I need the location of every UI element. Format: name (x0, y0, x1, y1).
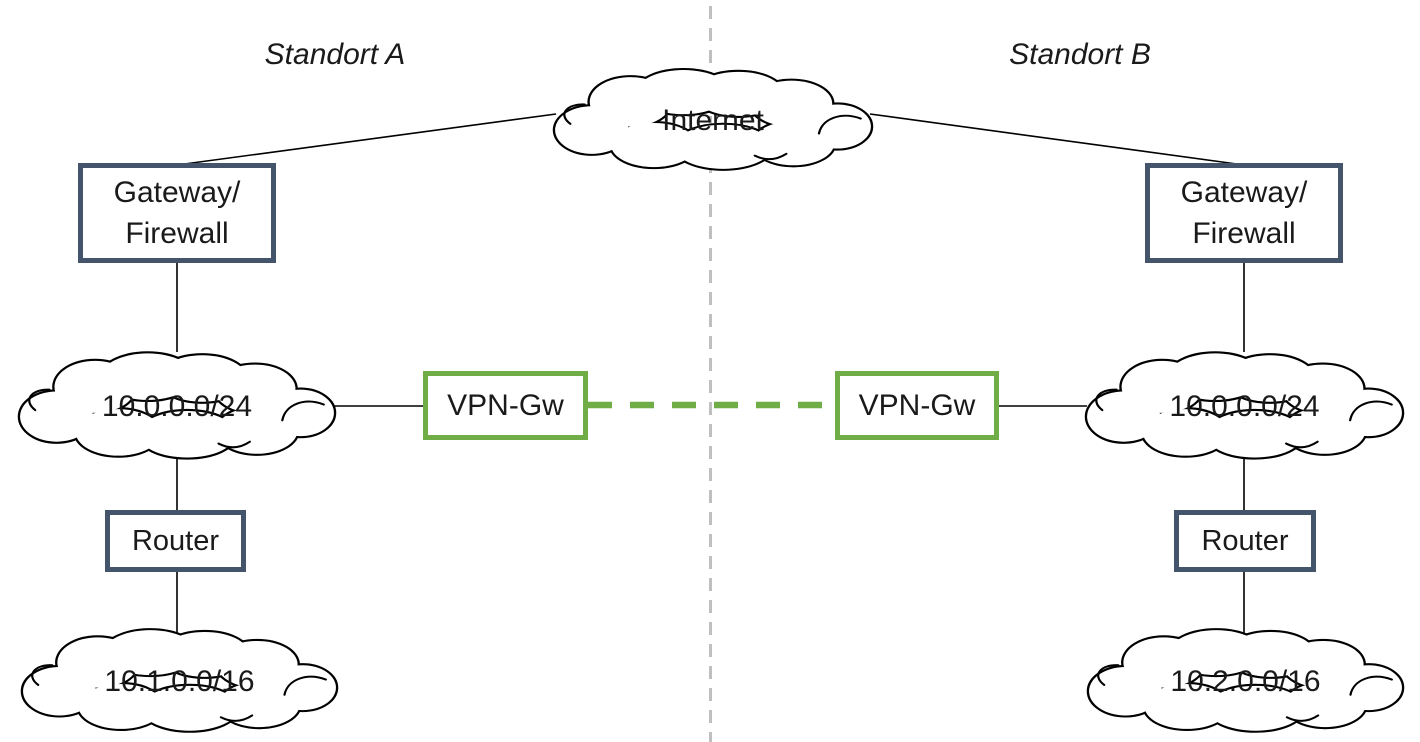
vpn-gateway-a: VPN-Gw (423, 371, 588, 440)
cloud-icon (20, 628, 339, 733)
lan-a-cloud-label: 10.0.0.0/24 (101, 389, 253, 423)
vpn-gateway-b: VPN-Gw (835, 371, 999, 440)
network-links (176, 113, 1245, 634)
cloud-icon (1084, 351, 1405, 460)
cloud-icon (17, 351, 337, 460)
gateway-firewall-a: Gateway/ Firewall (78, 163, 276, 263)
site-a-title: Standort A (264, 38, 406, 71)
branch-b-cloud-label: 10.2.0.0/16 (1170, 664, 1321, 698)
link-internet-gateway-b (869, 113, 1245, 166)
cloud-icon (552, 68, 874, 171)
lan-a-cloud: 10.0.0.0/24 (14, 346, 340, 464)
internet-cloud: Internet (549, 63, 877, 175)
lan-b-cloud-label: 10.0.0.0/24 (1169, 389, 1320, 423)
gateway-firewall-b: Gateway/ Firewall (1145, 163, 1343, 263)
router-b: Router (1174, 510, 1316, 572)
branch-b-cloud: 10.2.0.0/16 (1083, 623, 1408, 737)
link-internet-gateway-a (176, 113, 557, 166)
branch-a-cloud: 10.1.0.0/16 (17, 623, 342, 737)
internet-cloud-label: Internet (662, 103, 764, 137)
branch-a-cloud-label: 10.1.0.0/16 (104, 664, 255, 698)
site-b-title: Standort B (1009, 38, 1151, 71)
cloud-icon (1086, 628, 1405, 733)
router-a: Router (105, 510, 246, 572)
lan-b-cloud: 10.0.0.0/24 (1081, 346, 1408, 464)
